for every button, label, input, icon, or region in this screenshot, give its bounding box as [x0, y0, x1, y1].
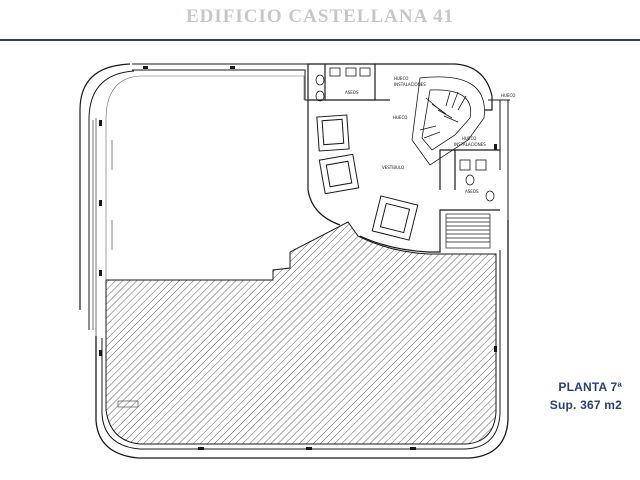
- open-office-area: [105, 75, 305, 280]
- core-walls: [307, 63, 500, 253]
- building-title: EDIFICIO CASTELLANA 41: [186, 7, 454, 27]
- label-hueco-instalaciones-east-1: HUECO: [462, 136, 476, 141]
- label-vestibulo: VESTIBULO: [382, 165, 404, 170]
- header-divider: [0, 39, 640, 41]
- facade-columns: [99, 66, 497, 450]
- sanitary-fixtures: [315, 67, 495, 202]
- facade-mullions: [111, 140, 139, 408]
- hatched-office-area: [105, 221, 497, 445]
- label-hueco-instalaciones-north-2: INSTALACIONES: [394, 82, 426, 87]
- spiral-staircase: [411, 76, 485, 166]
- label-aseos-east: ASEOS: [465, 189, 479, 194]
- label-aseos-north: ASEOS: [345, 90, 359, 95]
- area-label: Sup. 367 m2: [549, 398, 622, 412]
- elevator-shafts: [316, 114, 419, 241]
- label-hueco-small: HUECO: [393, 115, 407, 120]
- label-hueco-instalaciones-north-1: HUECO: [394, 76, 408, 81]
- label-hueco-side: HUECO: [501, 93, 515, 98]
- fire-staircase: [445, 213, 491, 249]
- floor-label: PLANTA 7ª: [558, 380, 622, 394]
- plan-caption: PLANTA 7ª Sup. 367 m2: [550, 378, 622, 414]
- label-hueco-instalaciones-east-2: INSTALACIONES: [454, 142, 486, 147]
